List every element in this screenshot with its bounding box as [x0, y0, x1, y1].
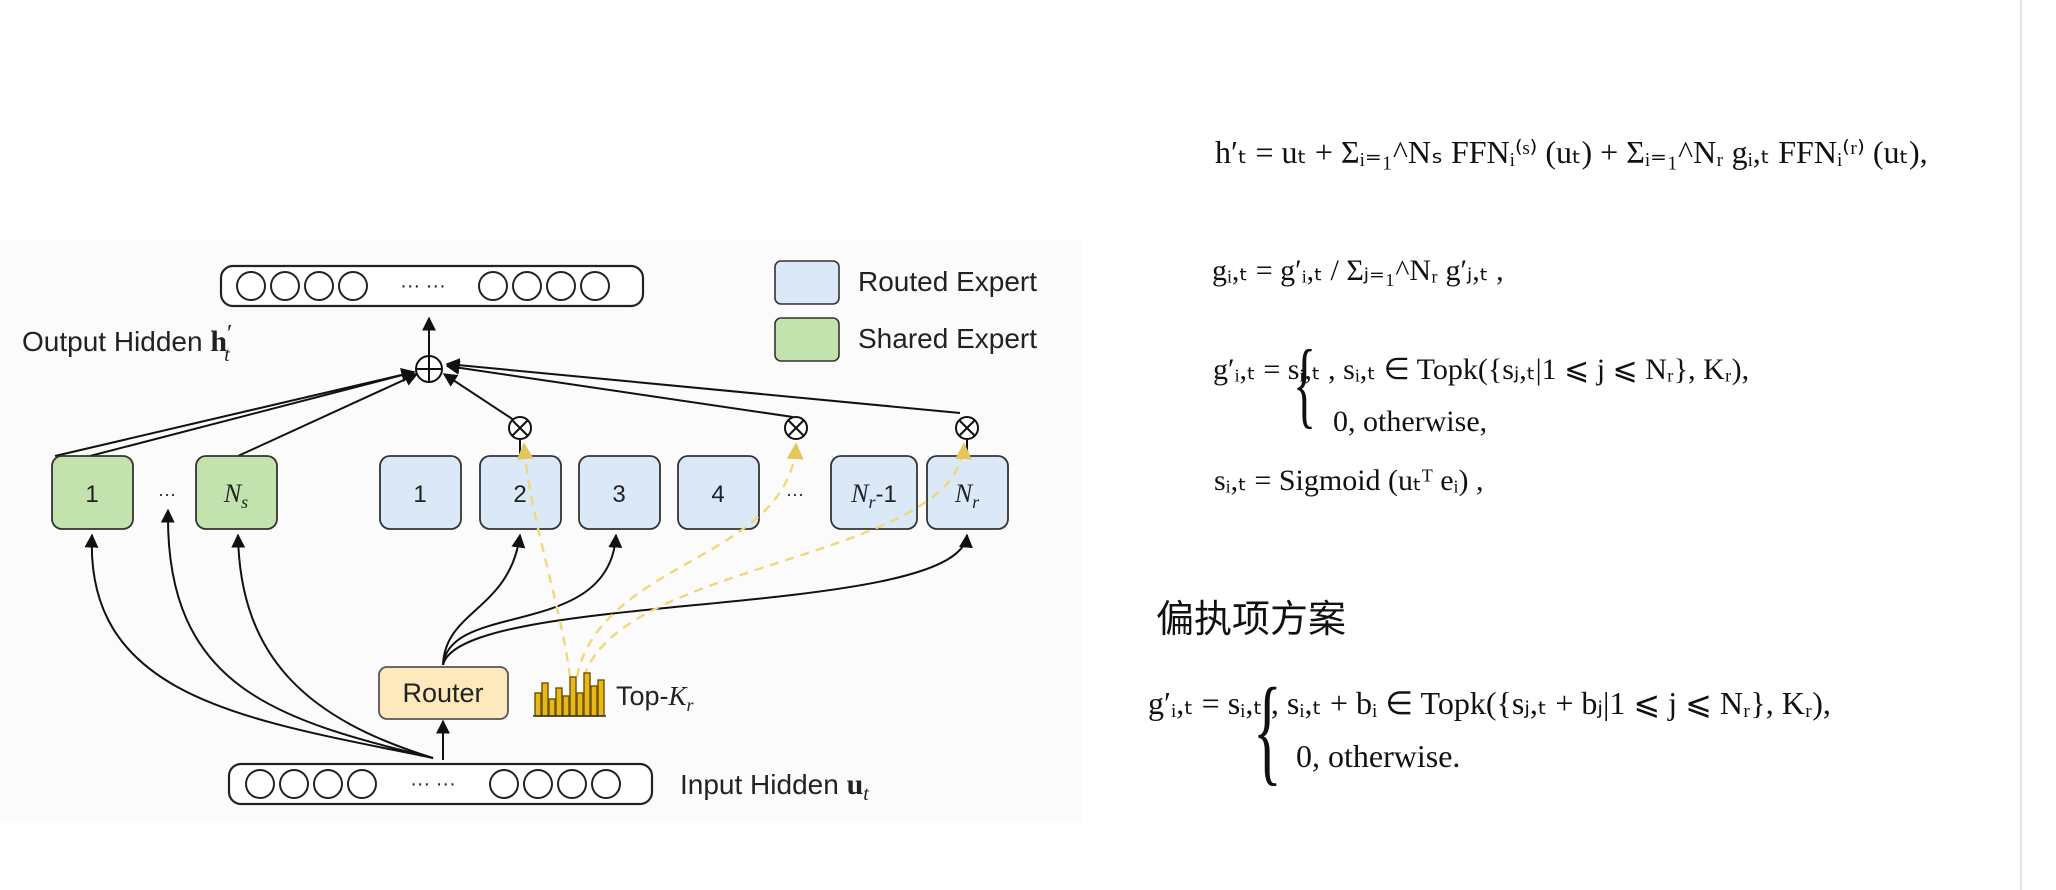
formula-bias-gate-case1: g′ᵢ,ₜ = sᵢ,ₜ , sᵢ,ₜ + bᵢ ∈ Topk({sⱼ,ₜ + … — [1148, 685, 1831, 721]
routed-experts-ellipsis: ··· — [786, 484, 804, 504]
gate-multiply-node — [955, 416, 979, 440]
sum-node — [415, 355, 443, 383]
input-to-shared-arrows — [84, 508, 434, 759]
expert-to-sum-arrows — [54, 358, 961, 457]
formula-hidden-state: h′ₜ = uₜ + Σᵢ₌₁^Nₛ FFNᵢ⁽ˢ⁾ (uₜ) + Σᵢ₌₁^N… — [1215, 134, 1928, 170]
formula-gate-topk-case2: 0, otherwise, — [1333, 405, 1488, 438]
svg-text:1: 1 — [85, 481, 98, 508]
diagram-background — [0, 240, 1083, 823]
brace-icon: { — [1293, 330, 1317, 437]
input-ellipsis: ··· ··· — [410, 773, 456, 795]
output-hidden-vector: ··· ··· — [219, 264, 645, 308]
gate-multiply-nodes — [508, 416, 979, 440]
input-hidden-vector: ··· ··· — [227, 762, 654, 806]
router-box: Router — [378, 666, 509, 720]
routed-expert-1: 1 — [379, 455, 462, 530]
routed-expert-nr: Nr — [926, 455, 1009, 530]
shared-expert-ns: Ns — [195, 455, 278, 530]
svg-text:3: 3 — [612, 481, 625, 508]
input-hidden-label: Input Hidden ut — [680, 768, 869, 805]
section-heading: 偏执项方案 — [1156, 599, 1347, 641]
output-hidden-label: Output Hidden h′t — [22, 321, 232, 366]
shared-experts-ellipsis: ··· — [158, 484, 176, 504]
topk-label: Top-Kr — [616, 681, 695, 715]
svg-text:2: 2 — [513, 481, 526, 508]
legend-routed-label: Routed Expert — [858, 266, 1037, 297]
brace-icon: { — [1253, 663, 1282, 796]
router-to-expert-arrows — [442, 533, 973, 666]
formula-bias-gate-case2: 0, otherwise. — [1296, 738, 1461, 774]
svg-text:1: 1 — [413, 481, 426, 508]
topk-gate-dashed-lines — [516, 442, 972, 678]
shared-expert-1: 1 — [51, 455, 134, 530]
legend-shared-label: Shared Expert — [858, 323, 1037, 354]
expert-to-gate-lines — [519, 440, 968, 456]
routed-expert-nr-minus-1: Nr-1 — [830, 455, 918, 530]
gate-multiply-node — [508, 416, 532, 440]
routed-expert-4: 4 — [677, 455, 760, 530]
topk-histogram-icon — [533, 672, 606, 717]
gate-multiply-node — [784, 416, 808, 440]
svg-text:Nr: Nr — [954, 479, 980, 512]
legend-routed-swatch — [774, 260, 840, 305]
legend: Routed Expert Shared Expert — [774, 260, 1037, 362]
moe-architecture-diagram: ··· ··· Output Hidden h′t Routed Expert … — [22, 260, 1037, 806]
legend-shared-swatch — [774, 317, 840, 362]
formula-gate-normalization: gᵢ,ₜ = g′ᵢ,ₜ / Σⱼ₌₁^Nᵣ g′ⱼ,ₜ , — [1212, 254, 1504, 287]
svg-text:4: 4 — [711, 481, 724, 508]
formula-affinity-sigmoid: sᵢ,ₜ = Sigmoid (uₜᵀ eᵢ) , — [1214, 464, 1484, 497]
page-edge-divider — [2020, 0, 2022, 890]
svg-text:Nr-1: Nr-1 — [850, 479, 897, 512]
routed-expert-3: 3 — [578, 455, 661, 530]
svg-text:Router: Router — [402, 678, 483, 708]
formula-gate-topk-case1: g′ᵢ,ₜ = sᵢ,ₜ , sᵢ,ₜ ∈ Topk({sⱼ,ₜ|1 ⩽ j ⩽… — [1213, 353, 1750, 386]
svg-text:Ns: Ns — [223, 479, 248, 512]
output-ellipsis: ··· ··· — [400, 275, 446, 297]
routed-expert-2: 2 — [479, 455, 562, 530]
